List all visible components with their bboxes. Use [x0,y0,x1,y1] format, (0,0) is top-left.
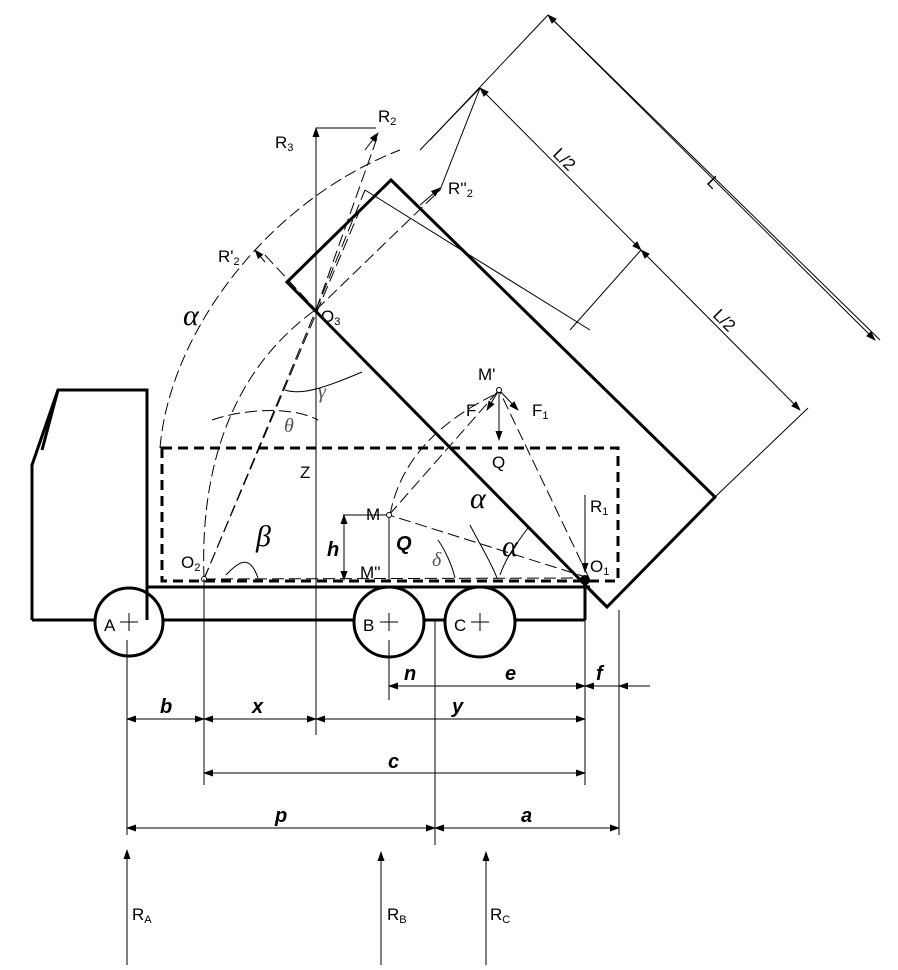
force-arrows [254,127,589,581]
label-z: Z [300,463,310,482]
label-p: p [274,805,287,827]
label-alpha-right: α [502,530,519,563]
label-f: F [466,401,476,420]
label-r2p: R'2 [218,247,240,268]
label-rc: RC [490,905,510,926]
label-mprime: M' [478,365,495,384]
label-a: a [521,805,532,827]
label-o2: O2 [181,553,200,574]
label-rb: RB [387,905,407,926]
label-l: L [703,172,723,192]
reaction-arrows [123,849,490,965]
label-ra: RA [132,905,152,926]
label-x: x [251,696,264,718]
chassis-frame [32,585,590,622]
label-n: n [404,663,416,685]
label-f1: F1 [532,401,549,422]
label-wheel-a: A [104,616,116,635]
tailgate-edge [586,586,609,609]
label-r3: R3 [275,133,293,154]
label-o3: O3 [321,307,340,328]
dump-body-lowered [160,446,620,583]
truck-cab [30,388,149,620]
label-c: c [388,751,399,773]
label-f-dim: f [596,663,605,685]
label-q-lower: Q [396,533,412,555]
wheel-c [443,585,517,659]
label-y: y [451,696,464,718]
label-l-half-bottom: L/2 [709,305,739,335]
extension-lines [126,579,620,845]
label-delta: δ [432,549,442,571]
mprime-point [496,387,502,393]
label-mpp: M'' [360,563,381,582]
label-wheel-c: C [454,616,466,635]
label-alpha-mid: α [470,482,487,515]
construction-lines [159,14,881,735]
label-r2pp: R''2 [448,179,473,200]
o1-point [580,575,590,585]
label-h: h [327,539,339,561]
length-dimensions [364,14,876,411]
label-beta: β [255,520,271,553]
wheel-a [93,586,165,658]
label-alpha-left: α [183,299,200,332]
m-point [386,512,392,518]
label-o1: O1 [590,557,609,578]
label-m: M [366,505,380,524]
label-wheel-b: B [363,616,374,635]
label-theta: θ [284,415,294,437]
label-b: b [160,696,172,718]
dimension-lines [126,682,650,832]
label-gamma: γ [318,381,327,403]
label-r2: R2 [378,107,396,128]
label-q-upper: Q [492,453,505,472]
label-l-half-top: L/2 [549,144,579,174]
label-r1: R1 [590,497,608,518]
label-e: e [505,663,516,685]
